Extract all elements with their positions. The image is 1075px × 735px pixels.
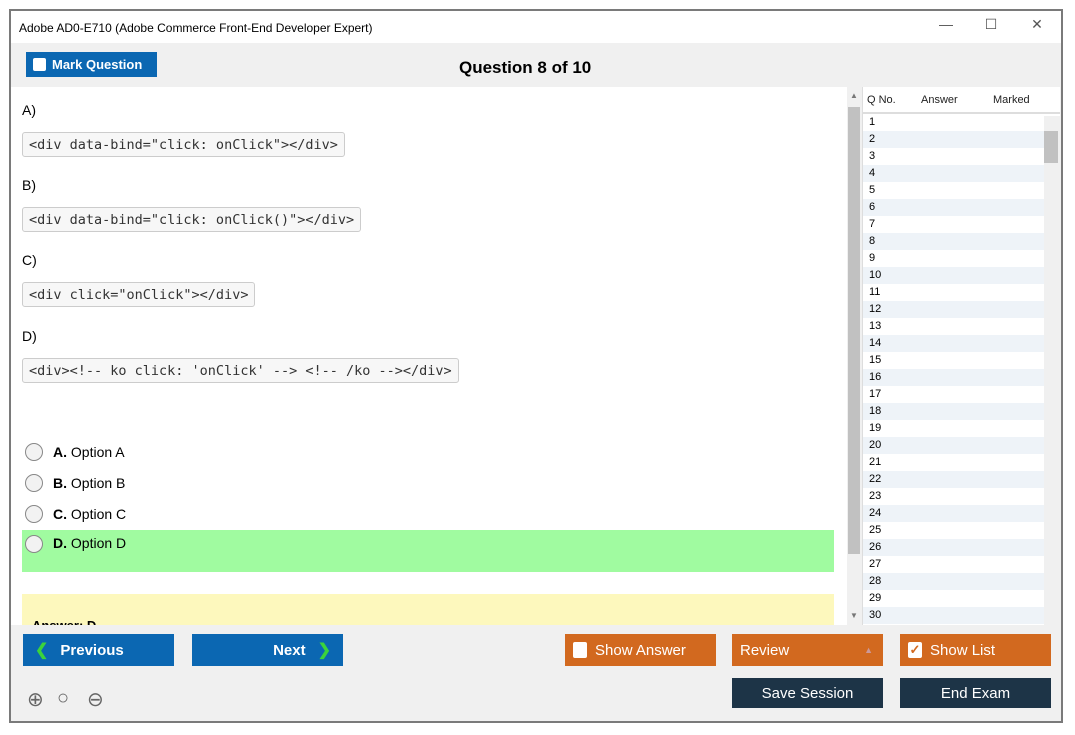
mark-question-button[interactable]: Mark Question <box>26 52 157 77</box>
list-item[interactable]: 5 <box>869 184 876 196</box>
list-item[interactable]: 16 <box>863 369 1045 386</box>
list-item[interactable]: 15 <box>869 354 882 366</box>
list-scrollbar[interactable] <box>1044 116 1060 625</box>
list-scroll-thumb[interactable] <box>1044 131 1058 163</box>
list-item[interactable]: 1 <box>869 116 876 128</box>
checkbox-icon <box>33 58 46 71</box>
list-item[interactable]: 29 <box>869 592 882 604</box>
option-c[interactable]: C. Option C <box>22 498 834 529</box>
list-item[interactable]: 10 <box>863 267 1045 284</box>
answer-box: Answer: D <box>22 594 834 625</box>
show-list-label: Show List <box>930 641 996 659</box>
previous-button[interactable]: ❮ Previous <box>23 634 174 666</box>
save-session-button[interactable]: Save Session <box>732 678 883 708</box>
option-text: Option A <box>70 443 125 460</box>
list-item[interactable]: 19 <box>869 422 882 434</box>
option-letter: C. <box>53 505 67 522</box>
radio-button[interactable] <box>25 535 43 553</box>
radio-button[interactable] <box>25 504 43 523</box>
checkbox-icon <box>573 642 587 658</box>
choice-code: <div><!-- ko click: 'onClick' --> <!-- /… <box>22 358 459 383</box>
list-item[interactable]: 12 <box>863 301 1045 318</box>
choice-code: <div click="onClick"></div> <box>22 282 256 307</box>
option-text: Option B <box>70 474 126 491</box>
question-content: A) <div data-bind="click: onClick"></div… <box>11 87 847 625</box>
scroll-down-icon[interactable]: ▼ <box>850 611 858 620</box>
list-item[interactable]: 28 <box>863 573 1045 590</box>
list-item[interactable]: 21 <box>869 456 882 468</box>
radio-button[interactable] <box>25 442 43 461</box>
zoom-out-icon[interactable]: ⊖ <box>87 689 104 711</box>
list-item[interactable]: 17 <box>869 388 882 400</box>
exam-window: Adobe AD0-E710 (Adobe Commerce Front-End… <box>9 9 1063 723</box>
next-button[interactable]: Next ❯ <box>192 634 343 666</box>
toolbar: Mark Question Question 8 of 10 <box>11 43 1061 87</box>
header-marked: Marked <box>993 93 1030 106</box>
choice-code: <div data-bind="click: onClick"></div> <box>22 132 345 157</box>
zoom-in-icon[interactable]: ⊕ <box>27 689 44 711</box>
maximize-button[interactable]: ☐ <box>984 16 998 32</box>
show-answer-toggle[interactable]: Show Answer <box>565 634 716 666</box>
list-item[interactable]: 26 <box>863 539 1045 556</box>
list-item[interactable]: 7 <box>869 218 876 230</box>
option-text: Option D <box>70 535 127 551</box>
option-letter: D. <box>53 535 67 551</box>
list-item[interactable]: 23 <box>869 490 882 502</box>
option-text: Option C <box>70 505 127 522</box>
choice-code: <div data-bind="click: onClick()"></div> <box>22 207 362 232</box>
list-item[interactable]: 22 <box>863 471 1045 488</box>
review-dropdown[interactable]: Review ▲ <box>732 634 883 666</box>
mark-question-label: Mark Question <box>52 57 143 72</box>
close-button[interactable]: ✕ <box>1031 16 1043 32</box>
choice-label: A) <box>22 102 36 118</box>
zoom-reset-icon[interactable]: ○ <box>57 687 70 709</box>
list-item[interactable]: 24 <box>863 505 1045 522</box>
question-counter: Question 8 of 10 <box>459 58 592 77</box>
option-a[interactable]: A. Option A <box>22 436 834 467</box>
option-d[interactable]: D. Option D <box>22 530 834 572</box>
list-item[interactable]: 14 <box>863 335 1045 352</box>
show-list-toggle[interactable]: ✓ Show List <box>900 634 1051 666</box>
list-header: Q No. Answer Marked <box>863 87 1060 114</box>
review-label: Review <box>740 641 790 659</box>
chevron-right-icon: ❯ <box>317 642 331 659</box>
show-answer-label: Show Answer <box>595 641 686 659</box>
list-item[interactable]: 18 <box>863 403 1045 420</box>
list-item[interactable]: 9 <box>869 252 876 264</box>
caret-up-icon: ▲ <box>864 645 873 655</box>
scroll-up-icon[interactable]: ▲ <box>850 91 858 100</box>
choice-label: C) <box>22 252 37 268</box>
option-b[interactable]: B. Option B <box>22 467 834 498</box>
list-item[interactable]: 2 <box>863 131 1045 148</box>
list-item[interactable]: 8 <box>863 233 1045 250</box>
end-exam-button[interactable]: End Exam <box>900 678 1051 708</box>
title-bar: Adobe AD0-E710 (Adobe Commerce Front-End… <box>11 11 1061 43</box>
previous-label: Previous <box>60 641 124 659</box>
choice-label: D) <box>22 328 37 344</box>
content-scroll-thumb[interactable] <box>848 107 860 554</box>
header-answer: Answer <box>921 93 958 106</box>
chevron-left-icon: ❮ <box>35 642 49 659</box>
list-item[interactable]: 3 <box>869 150 876 162</box>
header-qno: Q No. <box>867 93 896 106</box>
choice-label: B) <box>22 177 36 193</box>
list-item[interactable]: 27 <box>869 558 882 570</box>
list-item[interactable]: 11 <box>869 286 881 298</box>
list-item[interactable]: 4 <box>863 165 1045 182</box>
next-label: Next <box>273 641 306 659</box>
list-item[interactable]: 30 <box>863 607 1045 624</box>
window-title: Adobe AD0-E710 (Adobe Commerce Front-End… <box>19 21 373 35</box>
list-item[interactable]: 13 <box>869 320 882 332</box>
radio-button[interactable] <box>25 473 43 492</box>
list-item[interactable]: 25 <box>869 524 882 536</box>
minimize-button[interactable]: — <box>939 16 953 32</box>
checkmark-icon: ✓ <box>908 642 922 658</box>
list-item[interactable]: 6 <box>863 199 1045 216</box>
option-letter: B. <box>53 474 67 491</box>
list-item[interactable]: 20 <box>863 437 1045 454</box>
option-letter: A. <box>53 443 67 460</box>
